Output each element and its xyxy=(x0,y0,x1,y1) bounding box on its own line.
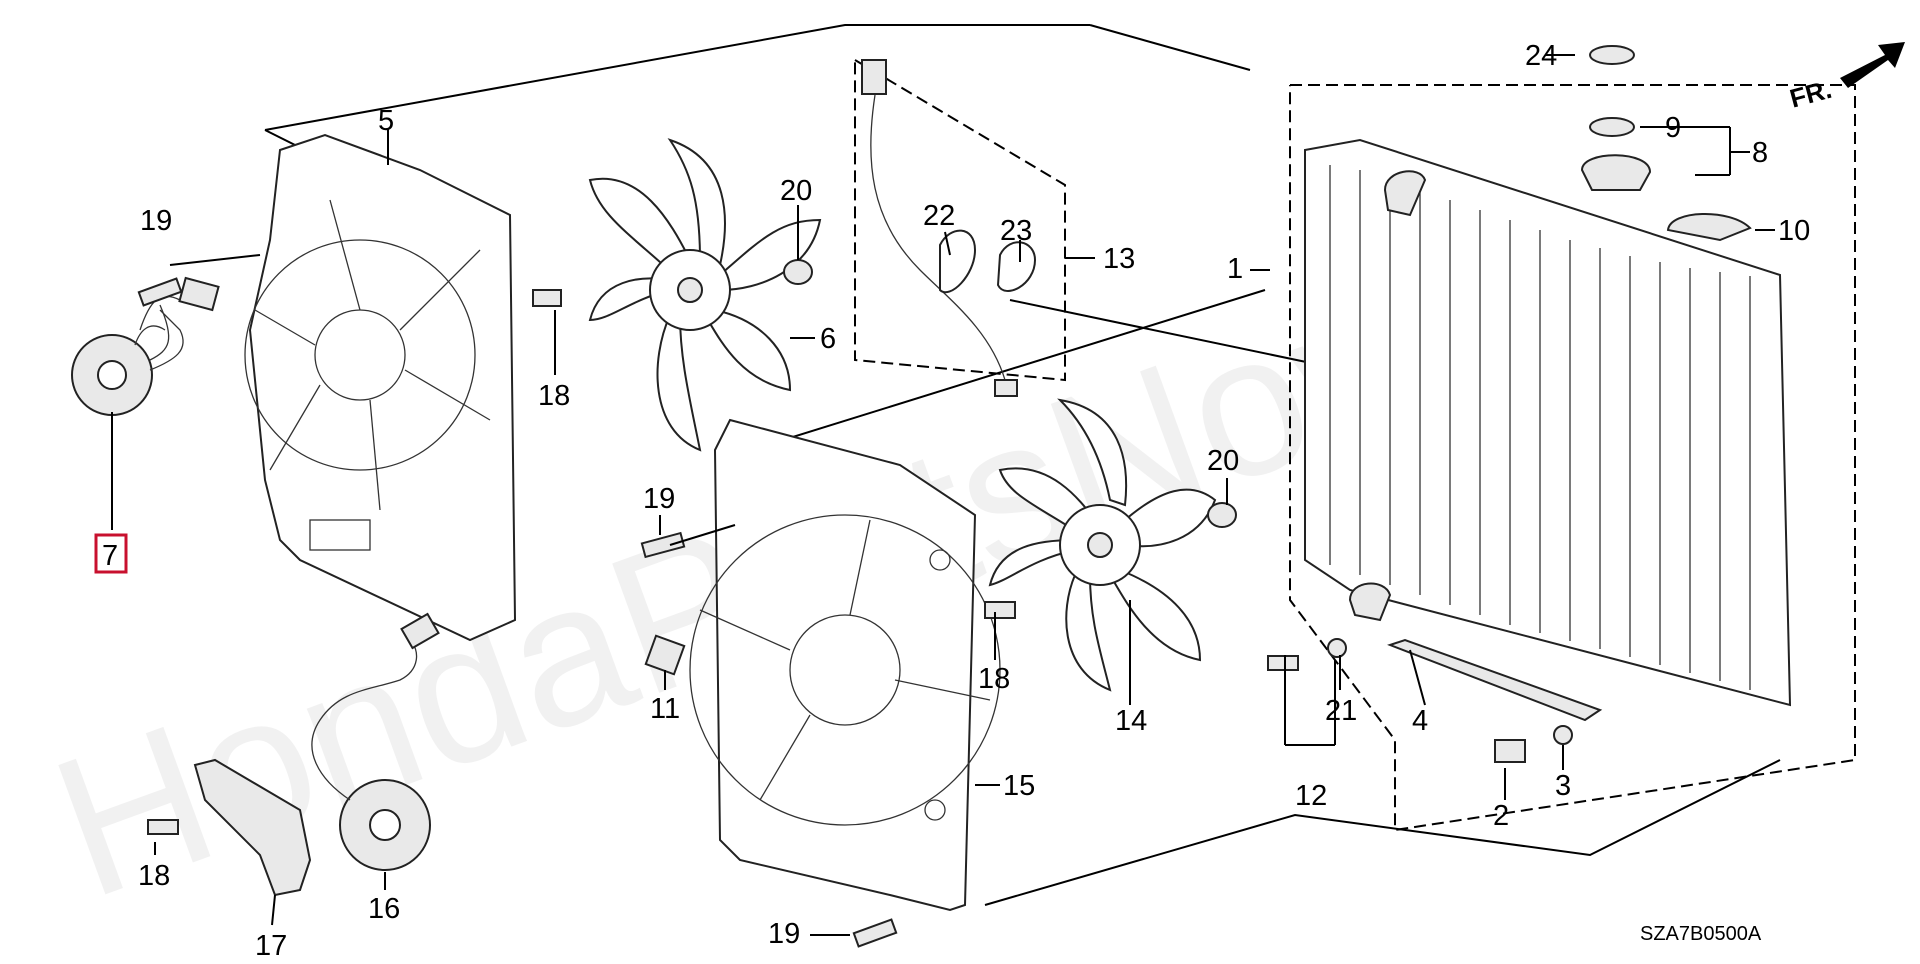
callout-19-center: 19 xyxy=(643,483,675,515)
radiator-fins xyxy=(1329,165,1751,690)
fan-blade-6 xyxy=(588,138,822,452)
callout-24: 24 xyxy=(1525,40,1557,72)
diagram-code: SZA7B0500A xyxy=(1640,923,1762,945)
callout-23: 23 xyxy=(1000,215,1032,247)
o-ring-24 xyxy=(1589,45,1635,65)
callout-18-middle: 18 xyxy=(978,663,1010,695)
fan-shroud-5 xyxy=(244,133,517,642)
callout-17: 17 xyxy=(255,930,287,959)
front-direction-arrow: FR. xyxy=(1787,42,1905,114)
fan-motor-16 xyxy=(311,612,440,871)
callout-18-lower: 18 xyxy=(138,860,170,892)
fan-blade-14 xyxy=(988,398,1217,692)
callout-15: 15 xyxy=(1003,770,1035,802)
callout-9: 9 xyxy=(1665,112,1681,144)
callout-10: 10 xyxy=(1778,215,1810,247)
callout-21: 21 xyxy=(1325,695,1357,727)
callout-4: 4 xyxy=(1412,705,1428,737)
leader-lines xyxy=(111,54,1775,936)
rubber-strip-4 xyxy=(1387,638,1603,722)
radiator-dashed-frame xyxy=(1289,84,1856,832)
callout-18-upper: 18 xyxy=(538,380,570,412)
callout-20-lower: 20 xyxy=(1207,445,1239,477)
fan-shroud-15 xyxy=(689,418,1001,912)
callout-5: 5 xyxy=(378,105,394,137)
callout-2: 2 xyxy=(1493,800,1509,832)
wiring-dashed-frame xyxy=(854,59,1066,382)
callout-7: 7 xyxy=(102,540,118,572)
callout-3: 3 xyxy=(1555,770,1571,802)
callout-14: 14 xyxy=(1115,705,1147,737)
seal-9 xyxy=(1589,117,1635,137)
callout-11: 11 xyxy=(650,693,680,725)
callout-1: 1 xyxy=(1227,253,1243,285)
callout-12: 12 xyxy=(1295,780,1327,812)
callout-20-upper: 20 xyxy=(780,175,812,207)
radiator-1 xyxy=(1304,138,1792,707)
front-label: FR. xyxy=(1787,74,1835,114)
small-hardware xyxy=(137,259,1573,948)
fan-motor-7 xyxy=(71,276,220,416)
bracket-17 xyxy=(193,758,312,897)
highlight-box-7 xyxy=(94,533,128,574)
radiator-cap-8 xyxy=(1580,154,1652,191)
callout-6: 6 xyxy=(820,323,836,355)
callout-labels: 1 2 3 4 5 6 7 8 9 10 11 12 13 14 15 16 1… xyxy=(94,40,1810,962)
callout-19-bottom: 19 xyxy=(768,918,800,950)
callout-22: 22 xyxy=(923,200,955,232)
cushion-10 xyxy=(1666,212,1752,242)
callout-19-left: 19 xyxy=(140,205,172,237)
callout-16: 16 xyxy=(368,893,400,925)
callout-8: 8 xyxy=(1752,137,1768,169)
callout-13: 13 xyxy=(1103,243,1135,275)
